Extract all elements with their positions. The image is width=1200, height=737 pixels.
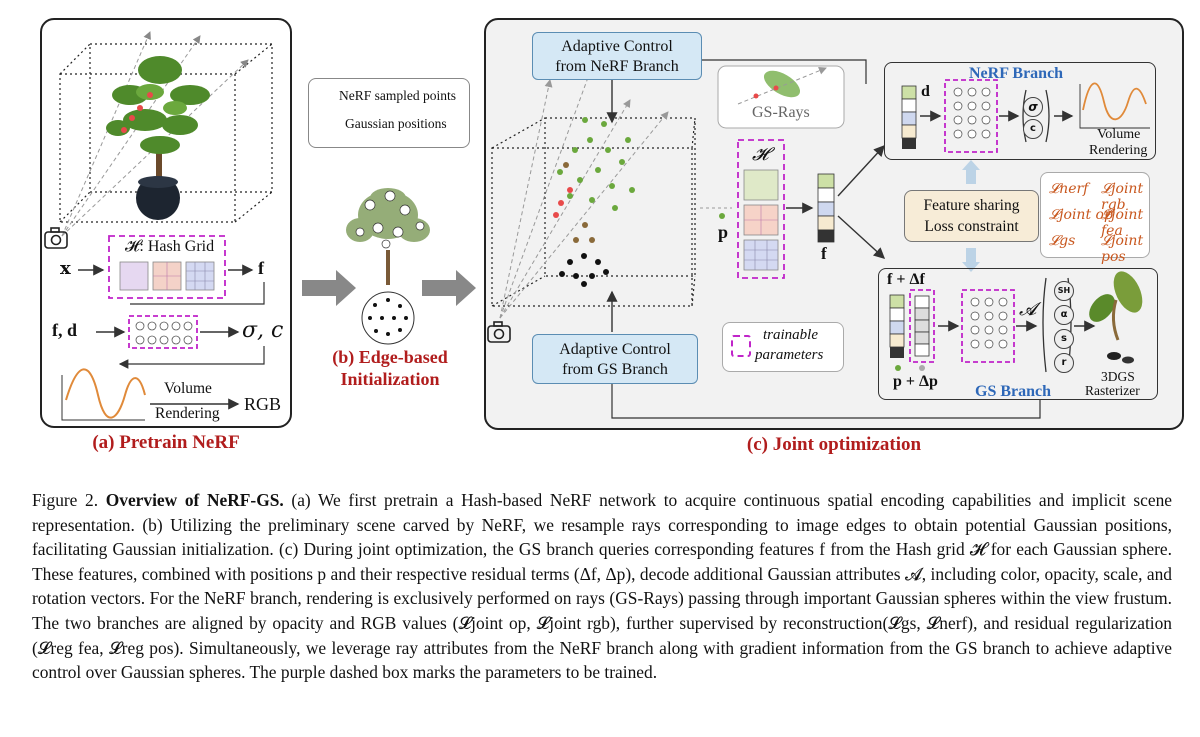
feature-sharing-line2: Loss constraint xyxy=(924,218,1019,235)
f-delta-label: f + Δf xyxy=(887,271,925,288)
x-input-label: x xyxy=(60,258,71,279)
caption-edge-based-initialization: (b) Edge-based Initialization xyxy=(320,346,460,390)
gs-rays-label: GS-Rays xyxy=(752,104,810,121)
feature-vector xyxy=(817,173,835,243)
trainable-line1: trainable xyxy=(763,327,818,343)
feature-f-label: f xyxy=(821,244,827,263)
volume-rendering-line1: Volume xyxy=(1097,127,1141,142)
gs-branch-title: GS Branch xyxy=(975,383,1052,400)
caption-b-line1: (b) Edge-based xyxy=(332,347,448,367)
adaptive-control-nerf-box: Adaptive Control from NeRF Branch xyxy=(532,32,702,80)
gs-branch-mlp xyxy=(970,297,1008,349)
position-p-label: p xyxy=(718,222,729,242)
color-output: c xyxy=(1023,119,1043,139)
nerf-branch-mlp xyxy=(953,87,991,139)
caption-joint-optimization: (c) Joint optimization xyxy=(746,434,922,455)
rgb-label: RGB xyxy=(244,394,282,414)
rendering-label: Rendering xyxy=(155,405,220,422)
camera-icon-joint xyxy=(487,321,511,343)
trainable-legend: trainable parameters xyxy=(722,322,844,372)
caption-b-line2: Initialization xyxy=(340,369,440,389)
adaptive-control-gs-box: Adaptive Control from GS Branch xyxy=(532,334,698,384)
mlp-network xyxy=(135,321,193,345)
hash-grid-cubes xyxy=(119,261,215,291)
rasterizer-line2: Rasterizer xyxy=(1085,383,1140,398)
adaptive-nerf-line1: Adaptive Control xyxy=(561,38,673,55)
nerf-branch-box: NeRF Branch d σ c Volume Rendering xyxy=(884,62,1156,160)
caption-pretrain-nerf: (a) Pretrain NeRF xyxy=(92,432,240,453)
gaussian-points xyxy=(553,117,635,287)
trainable-line2: parameters xyxy=(755,347,824,363)
legend-gaussian-positions: Gaussian positions xyxy=(345,116,447,131)
rotation-attribute: r xyxy=(1054,353,1074,373)
figure-number: Figure 2. xyxy=(32,490,99,510)
gs-branch-box: f + Δf p + Δp 𝓐 SH α s r GS Branch 3DGS … xyxy=(878,268,1158,400)
arrow-b-to-c xyxy=(422,270,476,306)
scale-attribute: s xyxy=(1054,329,1074,349)
loss-joint-rgb: 𝓛joint rgb xyxy=(1101,181,1144,213)
figure-title: Overview of NeRF-GS. xyxy=(105,490,284,510)
loss-nerf: 𝓛nerf xyxy=(1049,181,1089,197)
hash-grid-label: 𝓗: Hash Grid xyxy=(125,238,215,255)
scene-volume-cube xyxy=(491,117,696,307)
opacity-attribute: α xyxy=(1054,305,1074,325)
nerf-branch-input-vector xyxy=(901,85,917,149)
loss-terms-box: 𝓛nerf 𝓛joint rgb 𝓛joint op 𝓛joint fea 𝓛g… xyxy=(1040,172,1150,265)
adaptive-gs-line1: Adaptive Control xyxy=(559,341,671,358)
hash-grid-box-joint xyxy=(737,139,785,279)
sigma-output: σ xyxy=(1023,97,1043,117)
view-direction-d-label: d xyxy=(921,83,930,100)
adaptive-gs-line2: from GS Branch xyxy=(562,361,668,378)
p-delta-label: p + Δp xyxy=(893,373,938,390)
edge-based-initialization-image xyxy=(346,188,430,345)
feature-sharing-line1: Feature sharing xyxy=(923,197,1020,214)
points-legend: NeRF sampled points Gaussian positions xyxy=(308,78,470,148)
fd-input-label: f, d xyxy=(52,320,78,340)
figure-caption-body: (a) We first pretrain a Hash-based NeRF … xyxy=(32,490,1172,683)
gs-branch-residual-vector xyxy=(914,295,930,357)
camera-icon xyxy=(44,227,68,249)
hash-symbol-label: 𝓗 xyxy=(752,144,769,165)
arrow-a-to-b xyxy=(302,270,356,306)
loss-joint-fea: 𝓛joint fea xyxy=(1101,207,1144,239)
loss-joint-op: 𝓛joint op xyxy=(1049,207,1113,223)
figure-caption: Figure 2. Overview of NeRF-GS. (a) We fi… xyxy=(32,488,1172,685)
volume-label: Volume xyxy=(164,380,212,397)
joint-optimization-graphics xyxy=(487,59,1150,419)
volume-rendering-line2: Rendering xyxy=(1089,143,1148,158)
f-output-label: f xyxy=(258,258,264,278)
diagram-graphics xyxy=(44,31,476,421)
loss-gs: 𝓛gs xyxy=(1049,233,1076,249)
adaptive-nerf-line2: from NeRF Branch xyxy=(555,58,679,75)
legend-nerf-points: NeRF sampled points xyxy=(339,88,456,103)
rasterizer-line1: 3DGS xyxy=(1101,369,1135,384)
panel-pretrain-nerf xyxy=(40,18,292,428)
trainable-legend-swatch xyxy=(731,335,751,357)
sigma-c-label: σ, c xyxy=(242,318,284,343)
sh-attribute: SH xyxy=(1054,281,1074,301)
plant-image xyxy=(106,56,210,220)
hash-grid-box xyxy=(108,235,226,299)
mlp-box xyxy=(128,315,198,349)
feature-sharing-box: Feature sharing Loss constraint xyxy=(904,190,1039,242)
loss-joint-pos: 𝓛joint pos xyxy=(1101,233,1144,265)
nerf-branch-title: NeRF Branch xyxy=(969,65,1064,82)
gs-branch-feature-vector xyxy=(889,294,905,358)
attribute-symbol: 𝓐 xyxy=(1019,299,1037,320)
rasterizer-sprout-image xyxy=(1089,271,1143,364)
